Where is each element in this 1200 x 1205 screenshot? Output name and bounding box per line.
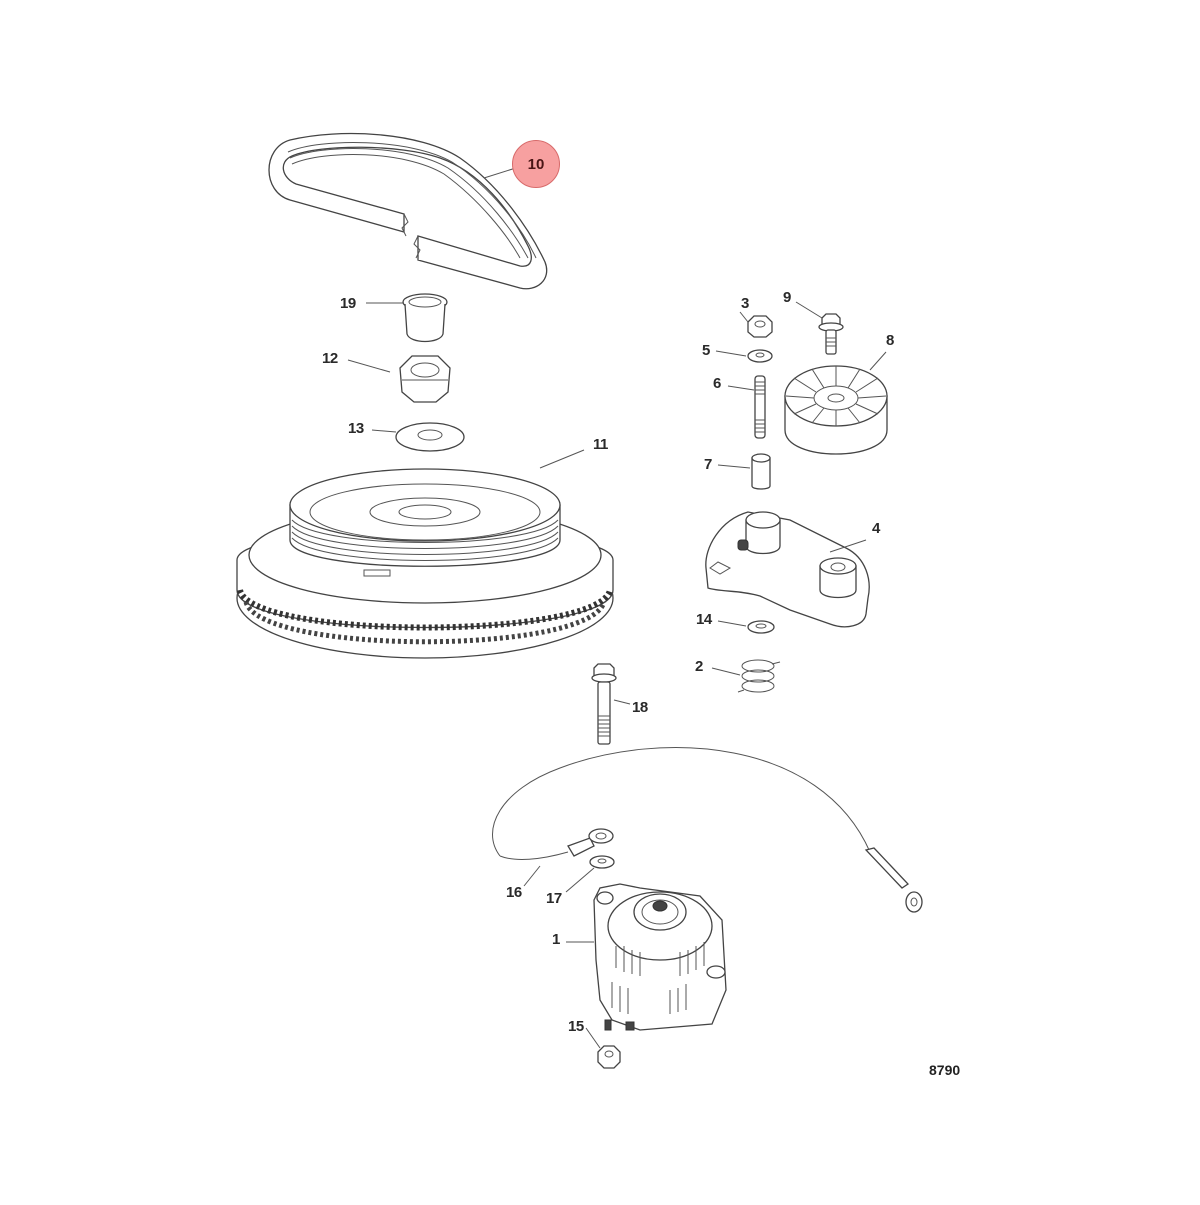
ground-cable-part[interactable]: [492, 747, 923, 913]
spring-part[interactable]: [737, 659, 781, 693]
flywheel-nut-part[interactable]: [399, 355, 451, 403]
part-label-1[interactable]: 1: [552, 931, 560, 948]
part-label-4[interactable]: 4: [872, 520, 880, 537]
spacer-part[interactable]: [751, 453, 771, 490]
belt-part[interactable]: [268, 132, 548, 290]
part-label-5[interactable]: 5: [702, 342, 710, 359]
tensioner-bracket-part[interactable]: [705, 511, 870, 628]
part-label-18[interactable]: 18: [632, 699, 648, 716]
figure-number: 8790: [929, 1062, 961, 1078]
stud-part[interactable]: [754, 375, 766, 439]
callout-label: 10: [527, 155, 545, 173]
part-label-12[interactable]: 12: [322, 350, 338, 367]
part-label-11[interactable]: 11: [593, 436, 608, 453]
washer-part-14[interactable]: [747, 620, 775, 634]
bolt-part-18[interactable]: [591, 663, 617, 745]
highlighted-part-callout-10[interactable]: 10: [512, 140, 560, 188]
bolt-part-9[interactable]: [818, 313, 844, 355]
idler-pulley-part[interactable]: [784, 365, 888, 455]
part-label-16[interactable]: 16: [506, 884, 522, 901]
washer-part-17[interactable]: [589, 855, 615, 869]
flywheel-pulley-part[interactable]: [236, 468, 614, 659]
alternator-part[interactable]: [593, 883, 727, 1031]
part-label-17[interactable]: 17: [546, 890, 562, 907]
bushing-part[interactable]: [402, 293, 448, 343]
part-label-15[interactable]: 15: [568, 1018, 584, 1035]
part-label-2[interactable]: 2: [695, 658, 703, 675]
part-label-7[interactable]: 7: [704, 456, 712, 473]
part-label-8[interactable]: 8: [886, 332, 894, 349]
nut-part-15[interactable]: [597, 1045, 621, 1069]
part-label-9[interactable]: 9: [783, 289, 791, 306]
part-label-3[interactable]: 3: [741, 295, 749, 312]
part-label-14[interactable]: 14: [696, 611, 712, 628]
leader-lines: [347, 165, 887, 1049]
washer-part-5[interactable]: [747, 349, 773, 363]
part-label-19[interactable]: 19: [340, 295, 356, 312]
flywheel-washer-part[interactable]: [395, 422, 465, 452]
nut-part-3[interactable]: [747, 315, 773, 338]
part-label-6[interactable]: 6: [713, 375, 721, 392]
part-label-13[interactable]: 13: [348, 420, 364, 437]
